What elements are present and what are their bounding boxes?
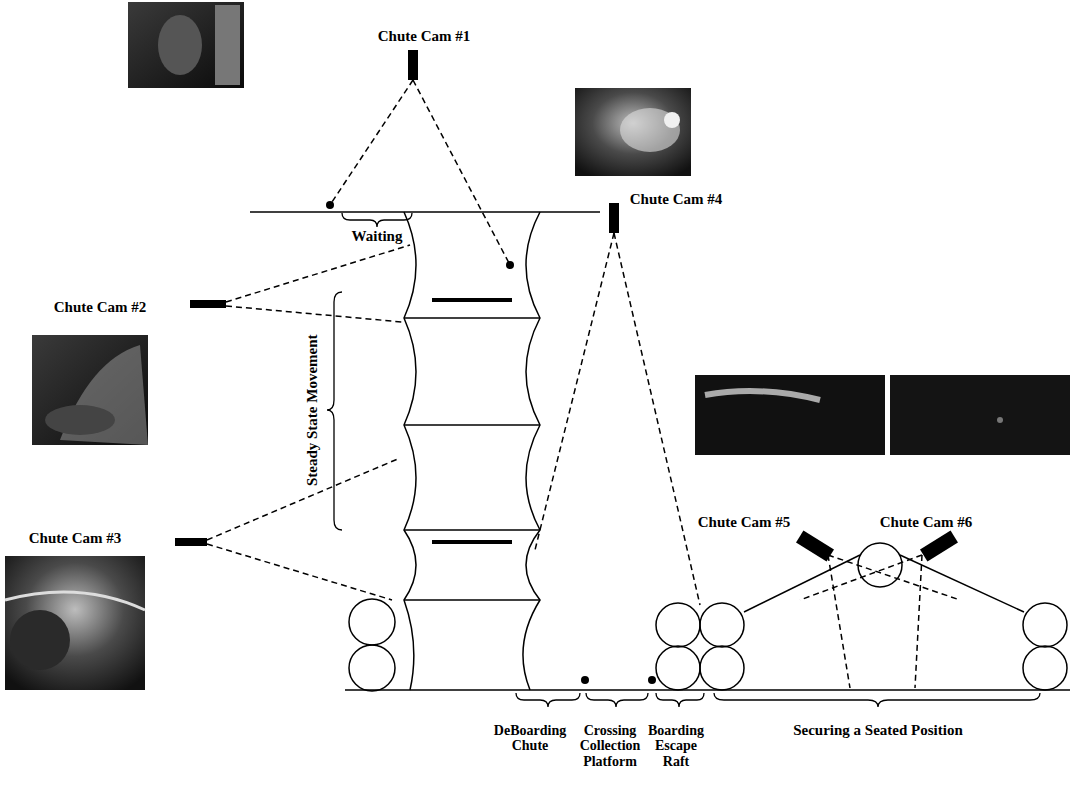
camera-label: Chute Cam #6 <box>878 514 975 531</box>
phase-label: Steady State Movement <box>304 332 321 488</box>
camera-view-line <box>207 80 960 688</box>
marker-dot <box>326 201 656 684</box>
escape-raft <box>656 543 1067 690</box>
phase-label: Securing a Seated Position <box>791 722 965 739</box>
camera-photo <box>695 375 885 455</box>
camera-label: Chute Cam #3 <box>27 530 124 547</box>
phase-label: Waiting <box>350 228 405 245</box>
camera-photo <box>128 2 244 88</box>
phase-label: Boarding Escape Raft <box>646 723 706 769</box>
camera-label: Chute Cam #1 <box>376 28 473 45</box>
camera-photo <box>890 375 1070 455</box>
camera-photo <box>5 556 145 690</box>
camera-label: Chute Cam #2 <box>52 299 149 316</box>
camera-photo <box>575 88 691 176</box>
camera-label: Chute Cam #4 <box>628 191 725 208</box>
escape-chute <box>349 212 540 691</box>
brace <box>327 213 1040 707</box>
camera-symbol <box>175 50 958 561</box>
camera-label: Chute Cam #5 <box>696 514 793 531</box>
phase-label: DeBoarding Chute <box>492 723 568 754</box>
phase-label: Crossing Collection Platform <box>578 723 643 769</box>
camera-photo <box>32 335 148 445</box>
